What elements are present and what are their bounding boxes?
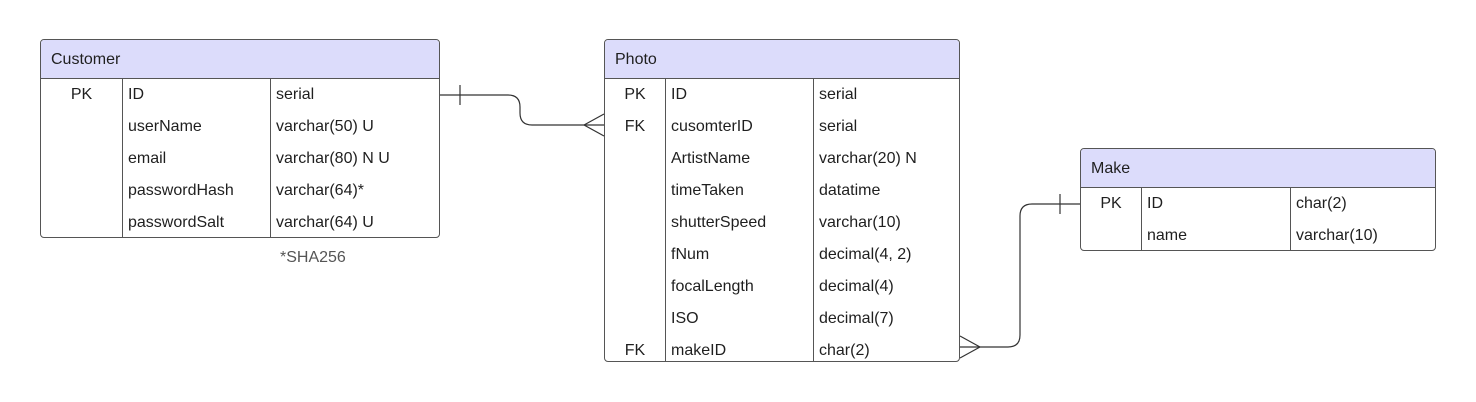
many-cardinality-marker	[583, 113, 605, 126]
column-divider	[1141, 188, 1142, 250]
make-entity[interactable]: Make PK ID char(2) name varchar(10)	[1080, 148, 1436, 251]
attribute-type: varchar(80) N U	[276, 150, 390, 167]
photo-attribute-row: FK makeID char(2)	[605, 335, 959, 361]
photo-attribute-row: PK ID serial	[605, 79, 959, 111]
make-entity-rows: PK ID char(2) name varchar(10)	[1081, 188, 1435, 250]
attribute-type: varchar(64) U	[276, 214, 374, 231]
make-attribute-row: name varchar(10)	[1081, 220, 1435, 250]
column-divider	[813, 79, 814, 361]
attribute-type: varchar(10)	[819, 214, 901, 231]
attribute-name: focalLength	[671, 278, 754, 295]
attribute-type: char(2)	[1296, 195, 1347, 212]
customer-attribute-row: email varchar(80) N U	[41, 143, 439, 175]
attribute-name: shutterSpeed	[671, 214, 767, 231]
attribute-type: serial	[276, 86, 315, 103]
key-marker: PK	[624, 86, 646, 103]
attribute-name: email	[128, 150, 167, 167]
customer-attribute-row: passwordSalt varchar(64) U	[41, 207, 439, 237]
attribute-name: ID	[671, 86, 687, 103]
attribute-type: varchar(64)*	[276, 182, 365, 199]
attribute-name: name	[1147, 227, 1188, 244]
attribute-name: ISO	[671, 310, 699, 327]
customer-entity-rows: PK ID serial userName varchar(50) U emai…	[41, 79, 439, 237]
many-cardinality-marker	[959, 335, 981, 348]
relationship-line	[440, 94, 604, 126]
relationship-line	[960, 203, 1080, 348]
key-marker: PK	[1100, 195, 1122, 212]
photo-attribute-row: ISO decimal(7)	[605, 303, 959, 335]
attribute-type: serial	[819, 86, 858, 103]
attribute-type: decimal(7)	[819, 310, 894, 327]
column-divider	[1290, 188, 1291, 250]
make-entity-title: Make	[1081, 149, 1435, 188]
attribute-name: passwordSalt	[128, 214, 225, 231]
attribute-name: cusomterID	[671, 118, 753, 135]
attribute-type: varchar(20) N	[819, 150, 917, 167]
customer-attribute-row: userName varchar(50) U	[41, 111, 439, 143]
attribute-name: ArtistName	[671, 150, 751, 167]
customer-attribute-row: PK ID serial	[41, 79, 439, 111]
footnote: *SHA256	[280, 249, 346, 266]
customer-entity[interactable]: Customer PK ID serial userName varchar(5…	[40, 39, 440, 238]
attribute-name: timeTaken	[671, 182, 744, 199]
photo-entity-rows: PK ID serial FK cusomterID serial Artist…	[605, 79, 959, 361]
column-divider	[270, 79, 271, 237]
attribute-name: passwordHash	[128, 182, 234, 199]
attribute-type: serial	[819, 118, 858, 135]
attribute-name: makeID	[671, 342, 727, 359]
attribute-name: ID	[128, 86, 144, 103]
photo-attribute-row: FK cusomterID serial	[605, 111, 959, 143]
attribute-name: ID	[1147, 195, 1163, 212]
key-marker: PK	[70, 86, 93, 103]
key-marker: FK	[624, 118, 646, 135]
attribute-type: varchar(50) U	[276, 118, 374, 135]
make-attribute-row: PK ID char(2)	[1081, 188, 1435, 220]
make-photo-relationship[interactable]	[959, 194, 1080, 359]
attribute-type: decimal(4)	[819, 278, 894, 295]
photo-attribute-row: timeTaken datatime	[605, 175, 959, 207]
attribute-type: decimal(4, 2)	[819, 246, 912, 263]
column-divider	[122, 79, 123, 237]
photo-attribute-row: ArtistName varchar(20) N	[605, 143, 959, 175]
column-divider	[665, 79, 666, 361]
key-marker: FK	[624, 342, 646, 359]
attribute-name: fNum	[671, 246, 710, 263]
photo-entity[interactable]: Photo PK ID serial FK cusomterID serial …	[604, 39, 960, 362]
attribute-type: varchar(10)	[1296, 227, 1378, 244]
photo-attribute-row: focalLength decimal(4)	[605, 271, 959, 303]
many-cardinality-marker	[959, 346, 981, 359]
many-cardinality-marker	[583, 124, 605, 137]
customer-entity-title: Customer	[41, 40, 439, 79]
attribute-type: datatime	[819, 182, 881, 199]
attribute-name: userName	[128, 118, 202, 135]
photo-attribute-row: fNum decimal(4, 2)	[605, 239, 959, 271]
photo-entity-title: Photo	[605, 40, 959, 79]
attribute-type: char(2)	[819, 342, 870, 359]
photo-attribute-row: shutterSpeed varchar(10)	[605, 207, 959, 239]
customer-photo-relationship[interactable]	[440, 85, 605, 137]
customer-attribute-row: passwordHash varchar(64)*	[41, 175, 439, 207]
